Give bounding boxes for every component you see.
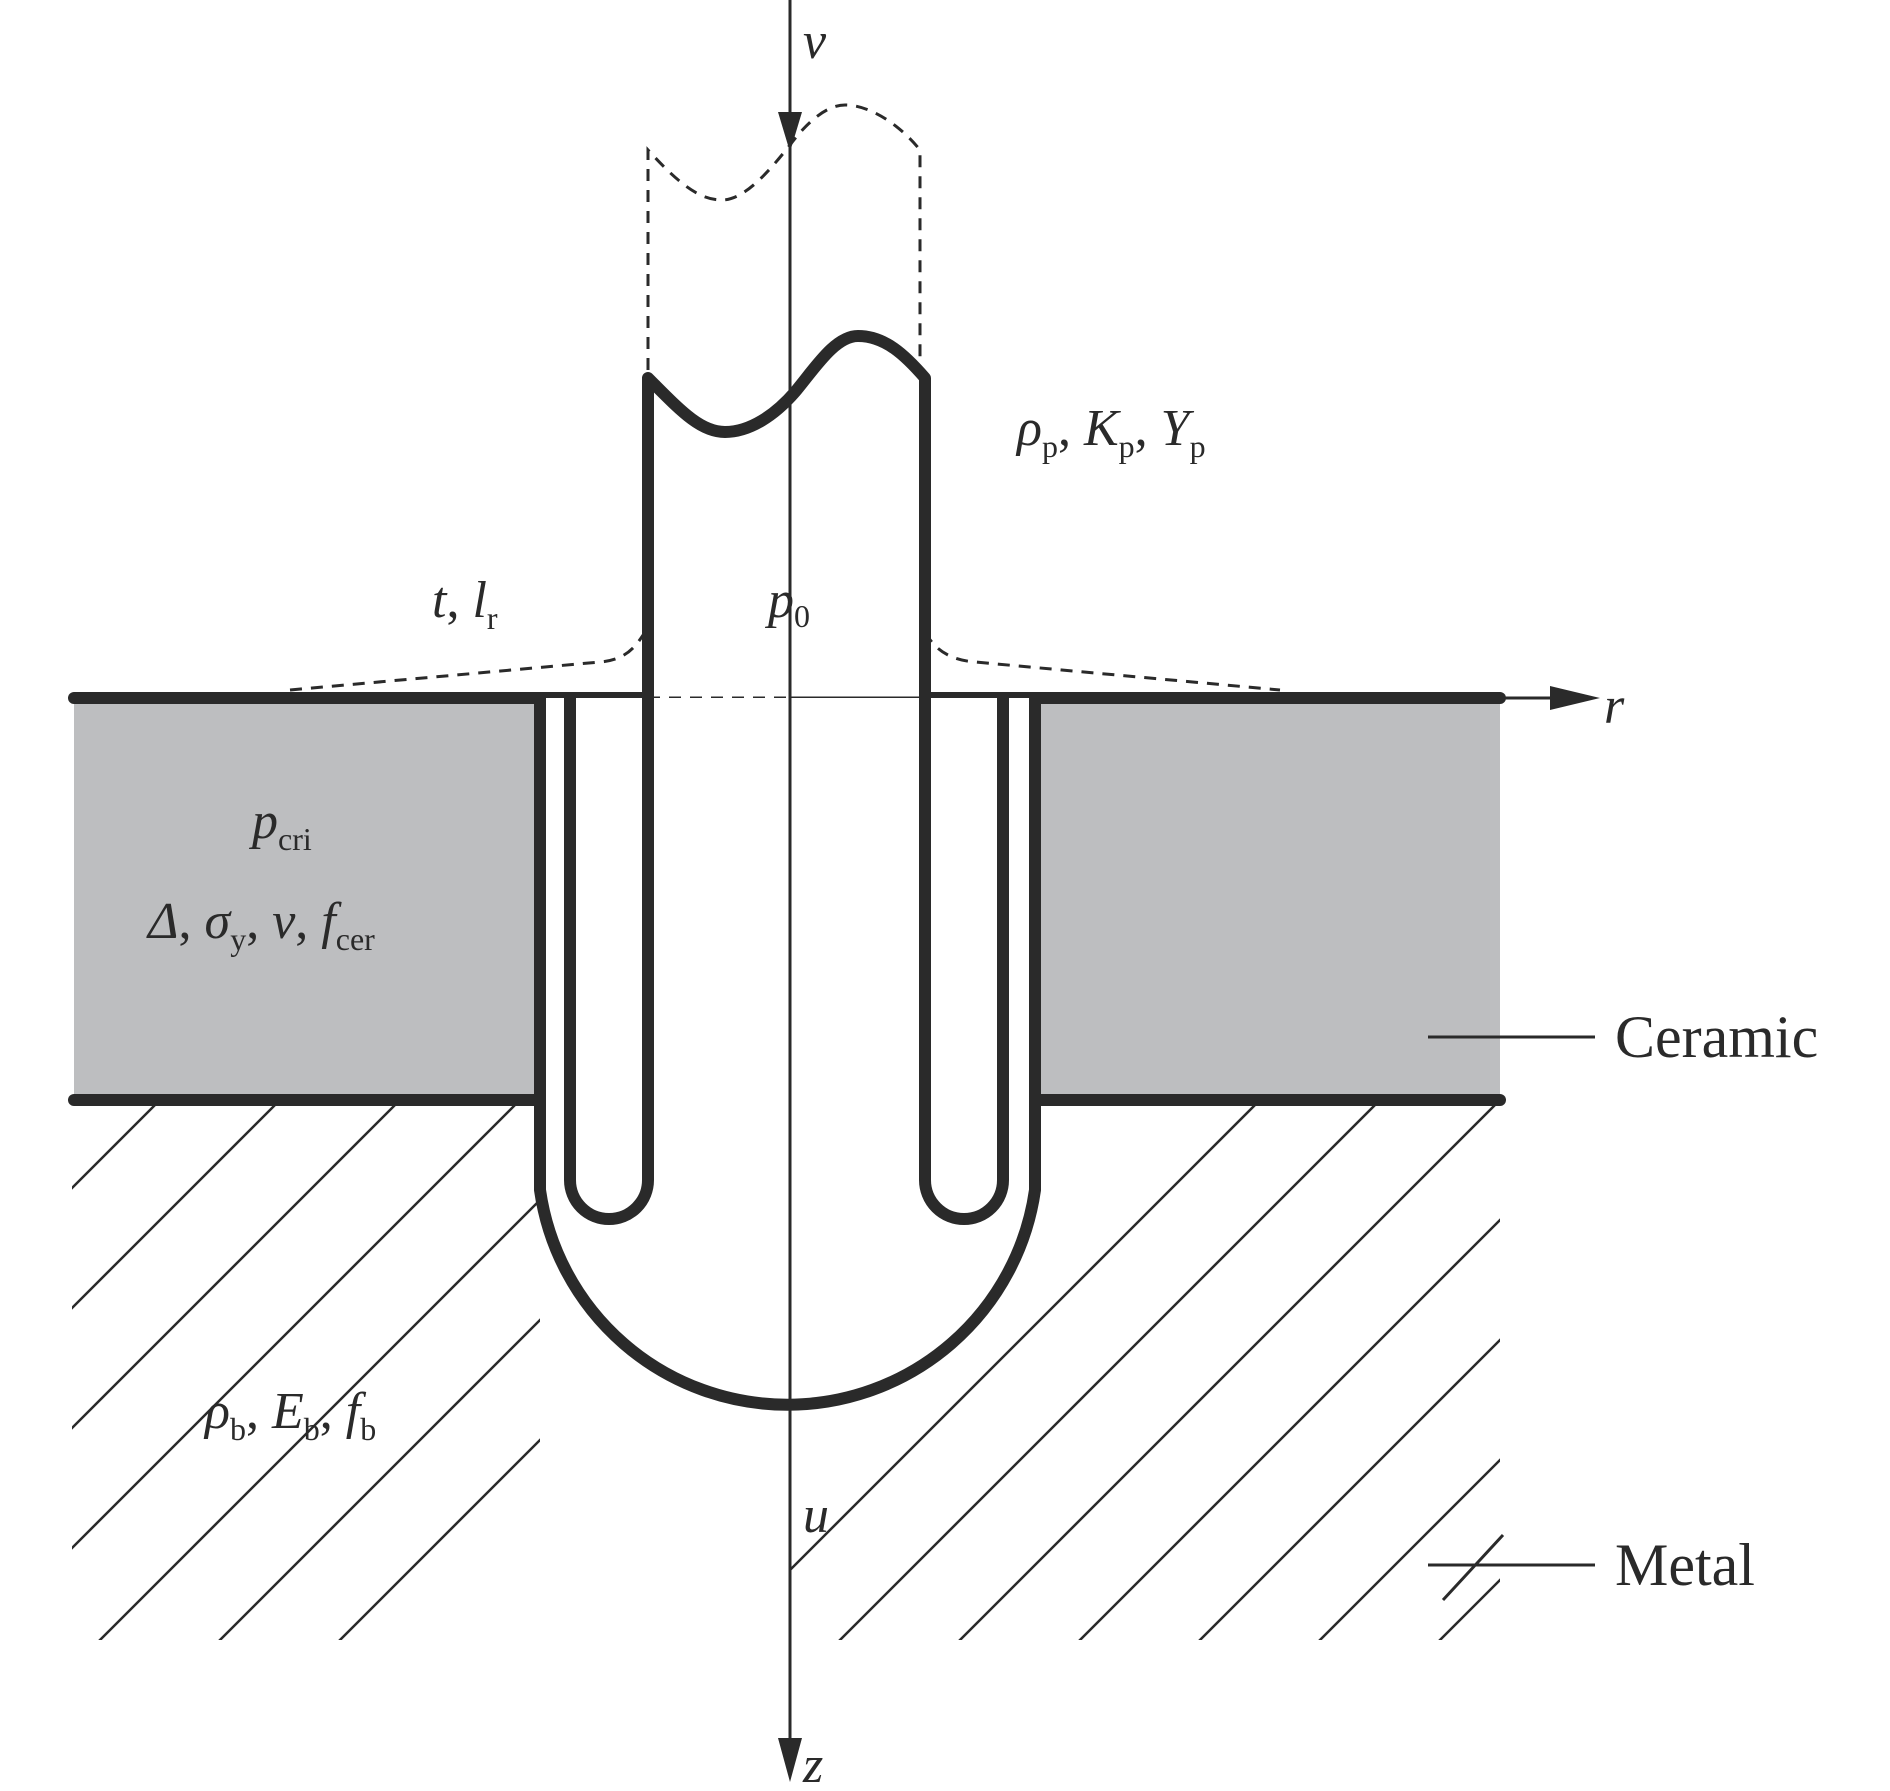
eroded-material-left: [289, 631, 647, 692]
projectile-rod: [642, 330, 931, 1180]
ceramic-critical-pressure-label: pcri: [248, 793, 312, 857]
r-axis-arrow-head: [1550, 686, 1600, 710]
legend-metal-label: Metal: [1615, 1532, 1755, 1598]
eroded-material-right: [923, 631, 1281, 692]
crater-outline: [534, 698, 1041, 1411]
mushroom-flap-right: [919, 698, 1009, 1225]
original-projectile-outline: [646, 103, 922, 370]
ceramic-layer-right: [1040, 698, 1500, 1100]
metal-hatching-left: [72, 1100, 540, 1640]
velocity-arrow-head: [778, 112, 802, 152]
projectile-properties-label: ρp, Kp, Yp: [1015, 400, 1206, 464]
r-axis-label: r: [1604, 678, 1625, 735]
penetration-u-label: u: [803, 1487, 829, 1544]
metal-hatching-right: [790, 1100, 1500, 1640]
z-axis-label: z: [802, 1737, 823, 1791]
ceramic-properties-label: Δ, σy, v, fcer: [146, 893, 375, 957]
erosion-label: t, lr: [432, 572, 498, 636]
mushroom-flap-left: [564, 698, 654, 1225]
velocity-label: v: [803, 13, 827, 70]
backing-properties-label: ρb, Eb, fb: [203, 1383, 376, 1447]
pressure-p0-label: p0: [764, 572, 810, 634]
legend-ceramic-label: Ceramic: [1615, 1004, 1818, 1070]
ceramic-layer: [74, 698, 536, 1100]
z-axis-arrow-head: [778, 1738, 802, 1782]
legend-metal-hatch: [1441, 1533, 1505, 1602]
